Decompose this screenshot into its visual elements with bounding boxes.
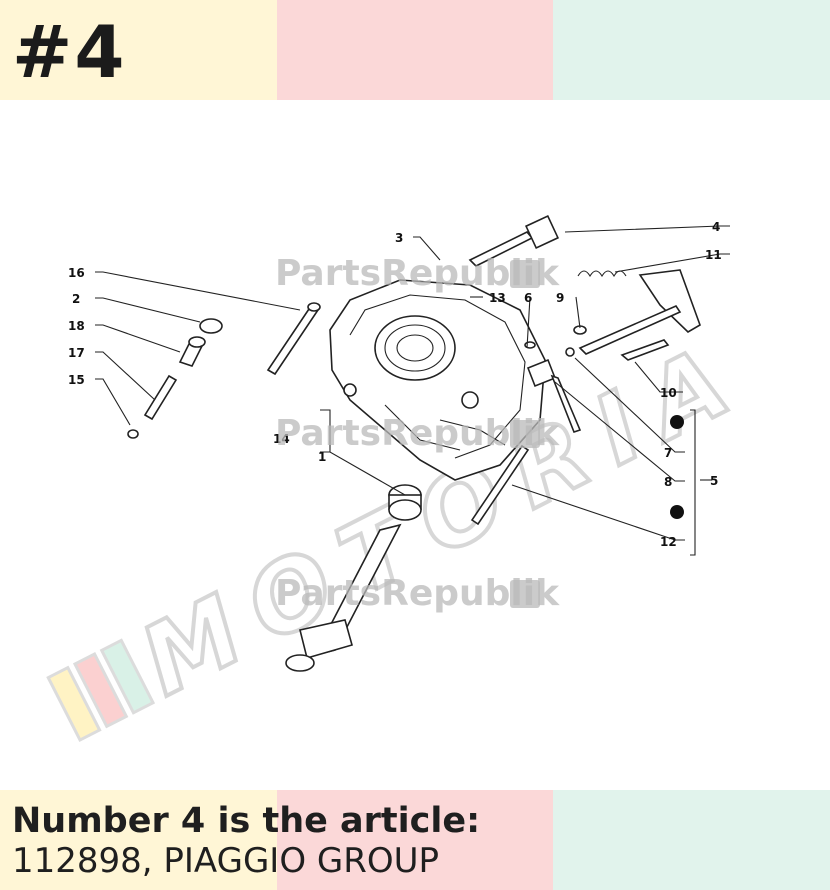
pin-part-10	[620, 339, 670, 361]
callout-3: 3	[395, 231, 403, 245]
callout-11: 11	[705, 248, 722, 262]
lever-arm	[578, 269, 701, 355]
callout-2: 2	[72, 292, 80, 306]
band-mint	[553, 0, 830, 100]
callout-17: 17	[68, 346, 85, 360]
article-value: 112898, PIAGGIO GROUP	[12, 841, 440, 881]
callout-5: 5	[710, 474, 718, 488]
crankcase-housing	[329, 279, 546, 481]
band-yellow-bottom	[0, 790, 277, 890]
band-pink-bottom	[277, 790, 553, 890]
plug-part-18	[178, 336, 206, 367]
band-pink	[277, 0, 553, 100]
callout-7: 7	[664, 446, 672, 460]
part-number-heading: #4	[12, 10, 127, 94]
callout-6: 6	[524, 291, 532, 305]
shaft-tube	[285, 523, 402, 672]
sensor-part-4	[468, 214, 560, 267]
bottom-color-band	[0, 790, 830, 890]
callout-16: 16	[68, 266, 85, 280]
callout-10: 10	[660, 386, 677, 400]
site-watermarks: PartsRepublik PartsRepublik PartsRepubli…	[275, 253, 560, 614]
callout-9: 9	[556, 291, 564, 305]
callout-8: 8	[664, 475, 672, 489]
callout-18: 18	[68, 319, 85, 333]
top-color-band	[0, 0, 830, 100]
callout-12: 12	[660, 535, 677, 549]
long-bolt-12	[470, 444, 530, 526]
callout-4: 4	[712, 220, 720, 234]
screw-part-15	[127, 429, 139, 439]
bearing-part	[388, 484, 422, 521]
cap-part-2	[199, 318, 223, 334]
site-watermark-gear-icon	[510, 260, 540, 608]
callout-14: 14	[273, 432, 290, 446]
callout-1: 1	[318, 450, 326, 464]
valve-part-17	[143, 374, 178, 421]
exploded-parts-diagram: MOTORIA	[46, 214, 747, 743]
band-yellow	[0, 0, 277, 100]
band-mint-bottom	[553, 790, 830, 890]
dot-marker-12	[670, 505, 684, 519]
leader-lines	[95, 225, 730, 556]
callout-13: 13	[489, 291, 506, 305]
callout-labels: 16 2 18 17 15 3 4 11 13 6 9 10 7 8 5 12 …	[68, 220, 722, 549]
article-label: Number 4 is the article:	[12, 801, 481, 841]
dot-marker-7	[670, 415, 684, 429]
callout-15: 15	[68, 373, 85, 387]
long-bolt-16	[266, 302, 321, 376]
